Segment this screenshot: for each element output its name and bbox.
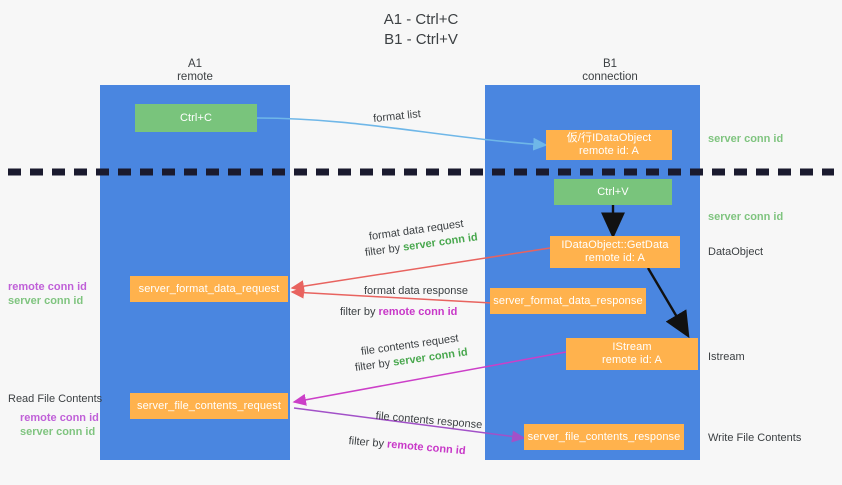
node-idataobject-top[interactable]: 仮/行IDataObject remote id: A — [546, 130, 672, 160]
node-server-format-data-response-label: server_format_data_response — [493, 294, 643, 307]
node-ctrl-v[interactable]: Ctrl+V — [554, 179, 672, 205]
node-server-format-data-request[interactable]: server_format_data_request — [130, 276, 288, 302]
title-line-2: B1 - Ctrl+V — [384, 31, 458, 48]
lane-header-b1-name: B1 — [602, 58, 618, 70]
lane-header-b1-sub: connection — [582, 71, 638, 83]
node-idataobject-top-l2: remote id: A — [579, 145, 639, 157]
lane-header-a1: A1 remote — [120, 58, 270, 84]
node-istream[interactable]: IStream remote id: A — [566, 338, 698, 370]
node-ctrl-c-label: Ctrl+C — [179, 111, 213, 124]
node-server-file-contents-response[interactable]: server_file_contents_response — [524, 424, 684, 450]
lane-header-b1: B1 connection — [535, 58, 685, 84]
node-ctrl-v-label: Ctrl+V — [597, 185, 629, 198]
node-server-file-contents-request[interactable]: server_file_contents_request — [130, 393, 288, 419]
right-label-dataobject: DataObject — [708, 246, 764, 258]
node-server-file-contents-request-label: server_file_contents_request — [136, 399, 282, 412]
node-ctrl-c[interactable]: Ctrl+C — [135, 104, 257, 132]
right-label-istream: Istream — [708, 351, 745, 363]
left-label-server-conn-id-2: server conn id — [20, 426, 96, 438]
node-idataobject-getdata-l1: IDataObject::GetData — [561, 239, 669, 251]
edge-label-file-contents-response: file contents response — [375, 410, 483, 432]
edge-label-format-data-response: format data response — [364, 285, 468, 297]
node-server-format-data-response[interactable]: server_format_data_response — [490, 288, 646, 314]
right-label-server-conn-id-top: server conn id — [708, 133, 784, 145]
right-label-write-file-contents: Write File Contents — [708, 432, 802, 444]
node-idataobject-top-l1: 仮/行IDataObject — [566, 132, 652, 144]
node-istream-l2: remote id: A — [602, 354, 662, 366]
left-label-remote-conn-id-1: remote conn id — [8, 281, 87, 293]
edge-label-format-list: format list — [372, 108, 422, 126]
node-istream-l1: IStream — [612, 341, 652, 353]
filter-prefix-1: filter by — [364, 241, 405, 260]
lane-header-a1-sub: remote — [177, 71, 213, 83]
edge-label-format-data-response-filter: filter by remote conn id — [340, 305, 457, 319]
filter-prefix-2: filter by — [340, 306, 379, 318]
filter-key-remote-conn-id-2: remote conn id — [386, 438, 467, 458]
left-label-remote-conn-id-2: remote conn id — [20, 412, 99, 424]
page-title: A1 - Ctrl+C B1 - Ctrl+V — [0, 10, 842, 50]
lane-header-a1-name: A1 — [187, 58, 203, 70]
node-server-format-data-request-label: server_format_data_request — [138, 282, 280, 295]
node-server-file-contents-response-label: server_file_contents_response — [527, 430, 681, 443]
node-idataobject-getdata-l2: remote id: A — [585, 252, 645, 264]
filter-key-remote-conn-id-1: remote conn id — [378, 306, 458, 318]
title-line-1: A1 - Ctrl+C — [383, 11, 459, 28]
filter-prefix-3: filter by — [354, 356, 395, 375]
node-idataobject-getdata[interactable]: IDataObject::GetData remote id: A — [550, 236, 680, 268]
right-label-server-conn-id-mid: server conn id — [708, 211, 784, 223]
left-label-server-conn-id-1: server conn id — [8, 295, 84, 307]
edge-label-file-contents-response-filter: filter by remote conn id — [348, 434, 466, 458]
left-label-read-file-contents: Read File Contents — [8, 393, 103, 405]
filter-prefix-4: filter by — [348, 435, 388, 451]
